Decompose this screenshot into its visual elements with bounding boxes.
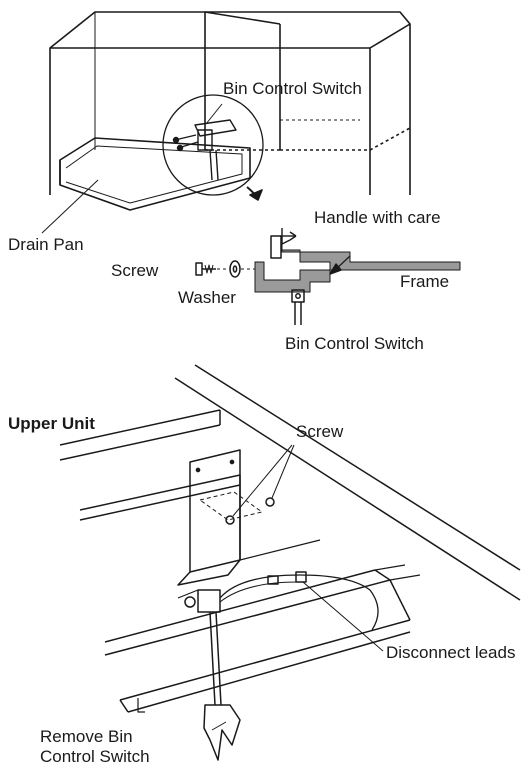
bin-cabinet	[49, 11, 411, 195]
switch-and-leads	[177, 571, 379, 761]
bin-control-switch-part	[172, 119, 237, 181]
label-screw: Screw	[111, 261, 159, 280]
label-remove-bin-line1: Remove Bin	[40, 727, 133, 746]
upper-unit-frame	[59, 364, 521, 713]
label-disconnect-leads: Disconnect leads	[386, 643, 515, 662]
bottom-diagram	[59, 364, 521, 761]
leader-screw-2	[271, 444, 295, 499]
drain-pan	[59, 137, 251, 211]
label-frame: Frame	[400, 272, 449, 291]
label-bin-control-switch-detail: Bin Control Switch	[285, 334, 424, 353]
label-handle-with-care: Handle with care	[314, 208, 441, 227]
top-diagram	[41, 11, 411, 234]
leader-disconnect-leads	[302, 581, 384, 652]
label-upper-unit: Upper Unit	[8, 414, 95, 433]
label-drain-pan: Drain Pan	[8, 235, 84, 254]
label-remove-bin-line2: Control Switch	[40, 747, 150, 766]
mount-detail	[195, 228, 461, 325]
leader-screw-1	[232, 444, 293, 517]
leader-bin-control-switch	[205, 103, 223, 125]
screw-part	[195, 262, 216, 276]
magnifier-circle	[162, 94, 264, 196]
label-bin-control-switch: Bin Control Switch	[223, 79, 362, 98]
washer-part	[229, 260, 241, 278]
mounting-plate	[177, 449, 275, 586]
leader-drain-pan	[41, 179, 99, 234]
label-washer: Washer	[178, 288, 236, 307]
frame-bracket	[254, 235, 461, 325]
label-screw-upper: Screw	[296, 422, 344, 441]
